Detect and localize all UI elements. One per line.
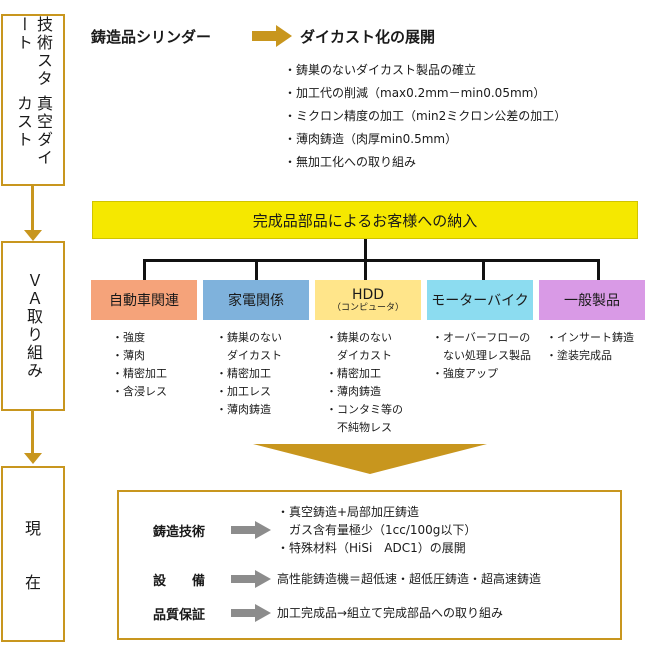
row-text-casting: ・真空鋳造+局部加圧鋳造 ガス含有量極少（1cc/100g以下） ・特殊材料（H… [277,503,476,557]
stage-current-line1: 現 [24,519,41,538]
list-item: ・薄肉鋳造 [326,385,381,398]
list-item: ・加工レス [216,385,271,398]
early-points-list: ・鋳巣のないダイカスト製品の確立 ・加工代の削減（max0.2mm－min0.0… [284,59,566,174]
equipment-arrow-icon [231,570,271,588]
downward-arrow-icon [253,444,487,474]
category-label: 自動車関連 [109,293,179,309]
list-item: ・加工代の削減（max0.2mm－min0.05mm） [284,86,546,100]
tree-branch [143,259,146,280]
category-automotive-items: ・強度 ・薄肉 ・精密加工 ・含浸レス [112,329,167,401]
category-general-items: ・インサート鋳造 ・塗装完成品 [546,329,634,365]
category-appliance-items: ・鋳巣のない ダイカスト ・精密加工 ・加工レス ・薄肉鋳造 [216,329,282,419]
list-item: ・薄肉鋳造（肉厚min0.5mm） [284,132,458,146]
category-hdd: HDD （コンピュータ） [315,280,421,320]
timeline-line-1 [31,186,34,232]
delivery-banner: 完成品部品によるお客様への納入 [92,201,638,239]
list-item: ガス含有量極少（1cc/100g以下） [277,523,477,537]
category-motorbike-items: ・オーバーフローの ない処理レス製品 ・強度アップ [432,329,531,383]
list-item: ・薄肉 [112,349,145,362]
list-item: ・鋳巣のない [326,331,392,344]
timeline-arrow-2 [24,453,42,464]
list-item: ・鋳巣のない [216,331,282,344]
banner-text: 完成品部品によるお客様への納入 [252,211,478,230]
list-item: ・インサート鋳造 [546,331,634,344]
row-text-equipment: 高性能鋳造機＝超低速・超低圧鋳造・超高速鋳造 [277,570,541,588]
category-label: モーターバイク [431,293,529,309]
list-item: ・コンタミ等の [326,403,403,416]
stage-current-line2: 在 [24,573,41,592]
list-item: ・鋳巣のないダイカスト製品の確立 [284,63,477,77]
list-item: ・ミクロン精度の加工（min2ミクロン公差の加工） [284,109,567,123]
stage-start-line1: 真空ダイカスト [14,94,53,167]
list-item: ・精密加工 [216,367,271,380]
list-item: ない処理レス製品 [432,349,531,362]
transition-from: 鋳造品シリンダー [91,28,212,46]
list-item: ・精密加工 [112,367,167,380]
timeline-arrow-1 [24,230,42,241]
list-item: ・強度 [112,331,145,344]
stage-box-va: ＶＡ取り組み [1,241,65,411]
tree-branch [255,259,258,280]
list-item: ・真空鋳造+局部加圧鋳造 [277,505,420,519]
category-hdd-items: ・鋳巣のない ダイカスト ・精密加工 ・薄肉鋳造 ・コンタミ等の 不純物レス [326,329,403,437]
tree-stem [364,239,367,261]
current-status-box: 鋳造技術 ・真空鋳造+局部加圧鋳造 ガス含有量極少（1cc/100g以下） ・特… [117,490,622,640]
tree-bar [143,259,600,262]
category-sublabel: （コンピュータ） [331,303,404,313]
list-item: 加工完成品→組立て完成部品への取り組み [277,606,504,620]
stage-va-label: ＶＡ取り組み [24,272,43,380]
category-label: HDD [351,287,385,303]
list-item: ダイカスト [326,349,392,362]
row-label-casting: 鋳造技術 [153,525,206,540]
row-label-equipment: 設 備 [153,574,206,589]
category-motorbike: モーターバイク [427,280,533,320]
transition-to: ダイカスト化の展開 [300,28,436,46]
list-item: ・塗装完成品 [546,349,612,362]
tree-branch [597,259,600,280]
stage-start-label: 真空ダイカスト 技術スタート [13,16,53,184]
list-item: ・薄肉鋳造 [216,403,271,416]
list-item: ・無加工化への取り組み [284,155,417,169]
transition-arrow-icon [252,25,292,47]
timeline-line-2 [31,411,34,455]
category-automotive: 自動車関連 [91,280,197,320]
tree-branch [364,259,367,280]
tree-branch [482,259,485,280]
list-item: ・特殊材料（HiSi ADC1）の展開 [277,541,466,555]
stage-box-start: 真空ダイカスト 技術スタート [1,14,65,186]
row-label-quality: 品質保証 [153,608,206,623]
category-label: 家電関係 [228,293,284,309]
quality-arrow-icon [231,604,271,622]
list-item: 高性能鋳造機＝超低速・超低圧鋳造・超高速鋳造 [277,572,542,586]
category-appliance: 家電関係 [203,280,309,320]
list-item: ・オーバーフローの [432,331,531,344]
list-item: ・強度アップ [432,367,498,380]
stage-box-current: 現 在 [1,466,65,642]
category-general: 一般製品 [539,280,645,320]
list-item: ダイカスト [216,349,282,362]
list-item: ・含浸レス [112,385,167,398]
stage-start-line2: 技術スタート [14,16,53,88]
list-item: 不純物レス [326,421,392,434]
category-label: 一般製品 [564,293,620,309]
casting-arrow-icon [231,521,271,539]
row-text-quality: 加工完成品→組立て完成部品への取り組み [277,604,503,622]
list-item: ・精密加工 [326,367,381,380]
